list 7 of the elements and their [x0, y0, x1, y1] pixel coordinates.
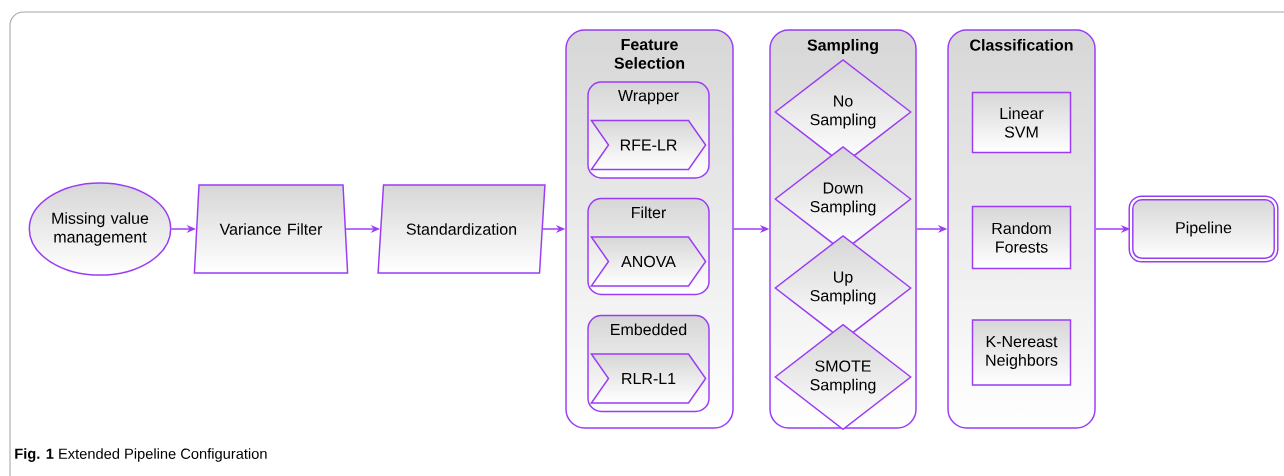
figure-caption: Fig. 1 Extended Pipeline Configuration — [15, 448, 267, 462]
output-box: Pipeline — [1128, 195, 1279, 263]
process-box: Linear SVM — [971, 91, 1072, 154]
process-box: K-Nereast Neighbors — [971, 319, 1072, 386]
parallelogram-box: Standardization — [377, 184, 546, 274]
process-box: Random Forests — [971, 205, 1072, 270]
trapezoid-box: Variance Filter — [193, 184, 349, 274]
